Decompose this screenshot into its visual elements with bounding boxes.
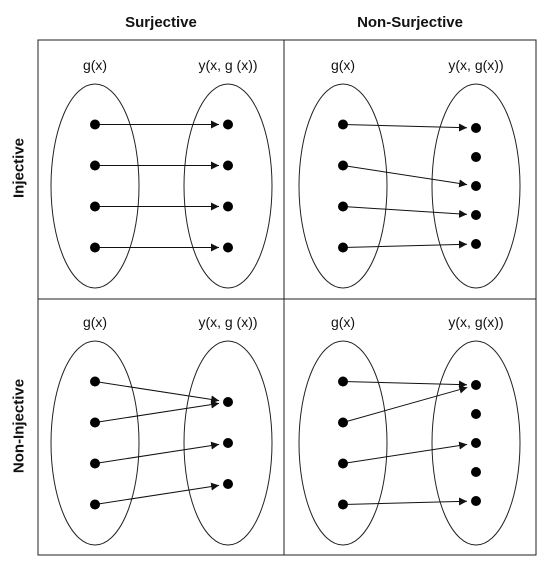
quadrant-injective-non-surjective: g(x) y(x, g(x)) xyxy=(298,57,521,289)
codomain-set-ellipse xyxy=(431,340,521,546)
domain-point xyxy=(90,119,100,130)
codomain-point xyxy=(223,397,233,407)
codomain-set-ellipse xyxy=(431,83,521,289)
codomain-point xyxy=(471,123,481,133)
codomain-set-ellipse xyxy=(183,83,273,289)
domain-point xyxy=(338,201,348,212)
codomain-point xyxy=(471,496,481,506)
quadrant-non-injective-surjective: g(x) y(x, g (x)) xyxy=(50,314,273,546)
codomain-point xyxy=(223,160,233,171)
domain-label: g(x) xyxy=(83,57,107,73)
codomain-point xyxy=(223,242,233,253)
domain-point xyxy=(90,242,100,253)
codomain-point xyxy=(471,181,481,191)
codomain-point xyxy=(223,479,233,489)
grid-border xyxy=(37,39,537,556)
domain-point xyxy=(90,201,100,212)
mapping-arrow xyxy=(342,380,468,389)
mapping-arrow xyxy=(342,123,468,132)
codomain-point xyxy=(471,467,481,477)
mapping-arrow xyxy=(94,381,220,404)
domain-point xyxy=(338,376,348,387)
codomain-label: y(x, g(x)) xyxy=(448,57,503,73)
domain-point xyxy=(90,499,100,510)
domain-point xyxy=(338,417,348,428)
mapping-arrow xyxy=(94,400,220,423)
mapping-arrow xyxy=(94,441,220,464)
codomain-point xyxy=(471,438,481,448)
domain-point xyxy=(338,499,348,510)
quadrant-injective-surjective: g(x) y(x, g (x)) xyxy=(50,57,273,289)
domain-point xyxy=(338,242,348,253)
mapping-arrow xyxy=(342,497,468,506)
codomain-point xyxy=(471,152,481,162)
codomain-point xyxy=(223,438,233,448)
mapping-arrow xyxy=(94,482,220,505)
column-header-surjective: Surjective xyxy=(125,14,197,31)
domain-set-ellipse xyxy=(50,83,140,289)
codomain-point xyxy=(471,380,481,390)
codomain-point xyxy=(471,210,481,220)
domain-point xyxy=(338,160,348,171)
domain-point xyxy=(90,458,100,469)
domain-set-ellipse xyxy=(50,340,140,546)
mapping-arrow xyxy=(342,240,468,249)
codomain-point xyxy=(223,119,233,130)
mapping-arrow xyxy=(342,441,468,464)
codomain-point xyxy=(471,409,481,419)
mapping-arrow xyxy=(342,165,468,188)
codomain-label: y(x, g (x)) xyxy=(198,314,257,330)
codomain-point xyxy=(471,239,481,249)
domain-label: g(x) xyxy=(331,57,355,73)
codomain-label: y(x, g (x)) xyxy=(198,57,257,73)
domain-set-ellipse xyxy=(298,340,388,546)
domain-point xyxy=(90,160,100,171)
domain-point xyxy=(90,417,100,428)
domain-set-ellipse xyxy=(298,83,388,289)
codomain-point xyxy=(223,201,233,212)
mapping-arrow xyxy=(342,206,468,218)
quadrant-non-injective-non-surjective: g(x) y(x, g(x)) xyxy=(298,314,521,546)
mapping-arrow xyxy=(342,385,468,423)
domain-point xyxy=(90,376,100,387)
domain-label: g(x) xyxy=(331,314,355,330)
domain-point xyxy=(338,458,348,469)
domain-point xyxy=(338,119,348,130)
codomain-set-ellipse xyxy=(183,340,273,546)
codomain-label: y(x, g(x)) xyxy=(448,314,503,330)
column-header-non-surjective: Non-Surjective xyxy=(357,14,463,31)
domain-label: g(x) xyxy=(83,314,107,330)
